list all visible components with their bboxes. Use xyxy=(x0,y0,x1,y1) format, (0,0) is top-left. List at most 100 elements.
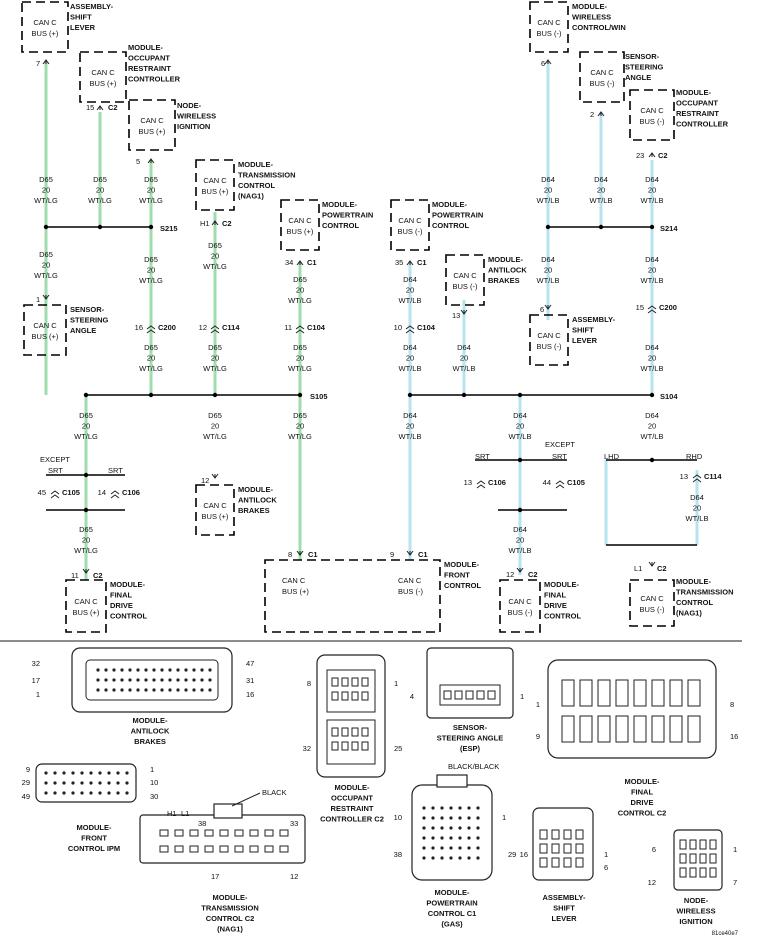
pin-cavity xyxy=(351,741,359,751)
inline-connector-symbol xyxy=(146,325,156,330)
pin: 29 xyxy=(22,778,30,787)
wire-label: D65 xyxy=(93,175,107,184)
pin-cavity xyxy=(159,845,169,853)
pin-cavity xyxy=(579,715,593,743)
label: 1 xyxy=(394,679,398,688)
module-name: CONTROL xyxy=(432,221,469,230)
pin-cavity xyxy=(98,791,102,795)
module-name: ASSEMBLY- xyxy=(70,2,114,11)
can-label: CAN C xyxy=(91,68,115,77)
module-name: FINAL xyxy=(110,591,132,600)
pin-cavity xyxy=(449,816,453,820)
pin-cavity xyxy=(80,791,84,795)
module-box xyxy=(21,1,69,53)
wire-label: D64 xyxy=(645,411,659,420)
pin-cavity xyxy=(136,668,140,672)
pin: 13 xyxy=(680,472,688,481)
wire-label: D64 xyxy=(645,255,659,264)
wire-label: 20 xyxy=(516,536,524,545)
pin-cavity xyxy=(476,690,485,700)
label: 29 xyxy=(508,850,516,859)
pin-cavity xyxy=(192,688,196,692)
pin-cavity xyxy=(440,806,444,810)
pin: 12 xyxy=(506,570,514,579)
pin-cavity xyxy=(176,678,180,682)
pin-cavity xyxy=(575,829,584,840)
wire-label: 20 xyxy=(82,422,90,431)
pin-cavity xyxy=(563,829,572,840)
wire-label: D65 xyxy=(79,411,93,420)
module-name: CONTROL/WIN xyxy=(572,23,626,32)
pin-cavity xyxy=(264,845,274,853)
modules-layer xyxy=(21,1,723,891)
splice-dot xyxy=(83,472,89,478)
pin-cavity xyxy=(98,771,102,775)
wire-label: 20 xyxy=(406,286,414,295)
module-name: ANGLE xyxy=(625,73,651,82)
module-name: SENSOR- xyxy=(70,305,105,314)
pin-cavity xyxy=(44,791,48,795)
connector-title: CONTROL C2 xyxy=(206,914,255,923)
wire-label: D65 xyxy=(208,241,222,250)
pin-cavity xyxy=(454,690,463,700)
module-name: POWERTRAIN xyxy=(322,211,373,220)
pin-cavity xyxy=(458,806,462,810)
inline-connector-symbol xyxy=(146,329,156,334)
pin-symbol xyxy=(296,550,304,556)
pin-cavity xyxy=(71,771,75,775)
connector-title: CONTROL C1 xyxy=(428,909,477,918)
pin-cavity xyxy=(449,846,453,850)
connector-title: SHIFT xyxy=(553,904,575,913)
conn: C104 xyxy=(307,323,326,332)
wire-label: WT/LB xyxy=(537,196,560,205)
pin-cavity xyxy=(341,677,349,687)
pin-cavity xyxy=(112,688,116,692)
bus-label: BUS (+) xyxy=(90,79,117,88)
splice-dot xyxy=(97,224,103,230)
pin-cavity xyxy=(160,668,164,672)
pin-cavity xyxy=(107,781,111,785)
splice-dot xyxy=(649,392,655,398)
pin-cavity xyxy=(116,771,120,775)
bus-label: BUS (+) xyxy=(202,187,229,196)
pin: 13 xyxy=(464,478,472,487)
connector-title: DRIVE xyxy=(631,798,654,807)
connector-title: FINAL xyxy=(631,788,653,797)
pin: 1 xyxy=(36,690,40,699)
can-label: CAN C xyxy=(398,216,422,225)
pin-symbol xyxy=(516,567,524,573)
pin-cavity xyxy=(168,678,172,682)
pin-cavity xyxy=(361,727,369,737)
pin-cavity xyxy=(699,853,707,864)
pin-symbol xyxy=(648,152,656,158)
pin: 45 xyxy=(38,488,46,497)
can-label: CAN C xyxy=(74,597,98,606)
pin: 11 xyxy=(284,323,292,332)
pin: 38 xyxy=(198,819,206,828)
can-label: CAN C xyxy=(590,68,614,77)
conn: C106 xyxy=(488,478,506,487)
wire-label: 20 xyxy=(516,422,524,431)
can-label: CAN C xyxy=(203,176,227,185)
pin-cavity xyxy=(279,845,289,853)
splice-dot xyxy=(517,507,523,513)
module-name: FINAL xyxy=(544,591,566,600)
pin-cavity xyxy=(176,668,180,672)
pin-cavity xyxy=(331,741,339,751)
module-name: TRANSMISSION xyxy=(238,171,296,180)
pin: 49 xyxy=(22,792,30,801)
splice-dot xyxy=(297,392,303,398)
pin-cavity xyxy=(200,678,204,682)
wire-label: 20 xyxy=(406,354,414,363)
pin: 6 xyxy=(652,845,656,854)
inline-connector-symbol xyxy=(210,325,220,330)
pin-cavity xyxy=(208,688,212,692)
pin-cavity xyxy=(476,836,480,840)
module-name: MODULE- xyxy=(572,2,607,11)
pin-cavity xyxy=(476,856,480,860)
pin-symbol xyxy=(406,550,414,556)
module-name: RESTRAINT xyxy=(128,64,171,73)
pin-cavity xyxy=(440,836,444,840)
pin-cavity xyxy=(709,867,717,878)
pin-cavity xyxy=(699,867,707,878)
